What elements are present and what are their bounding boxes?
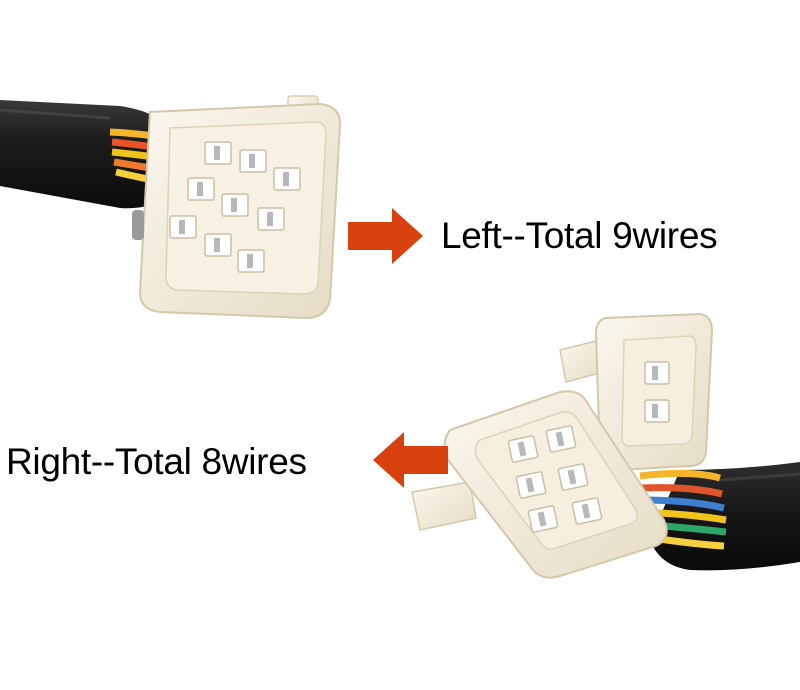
arrow-right-icon (348, 208, 423, 264)
left-cable (0, 100, 168, 209)
left-connector-9pin (132, 95, 342, 320)
right-connector-large (411, 390, 668, 579)
right-caption: Right--Total 8wires (6, 441, 307, 482)
right-connector-small (559, 312, 714, 472)
arrow-left-icon (373, 432, 448, 488)
left-caption: Left--Total 9wires (441, 215, 718, 256)
